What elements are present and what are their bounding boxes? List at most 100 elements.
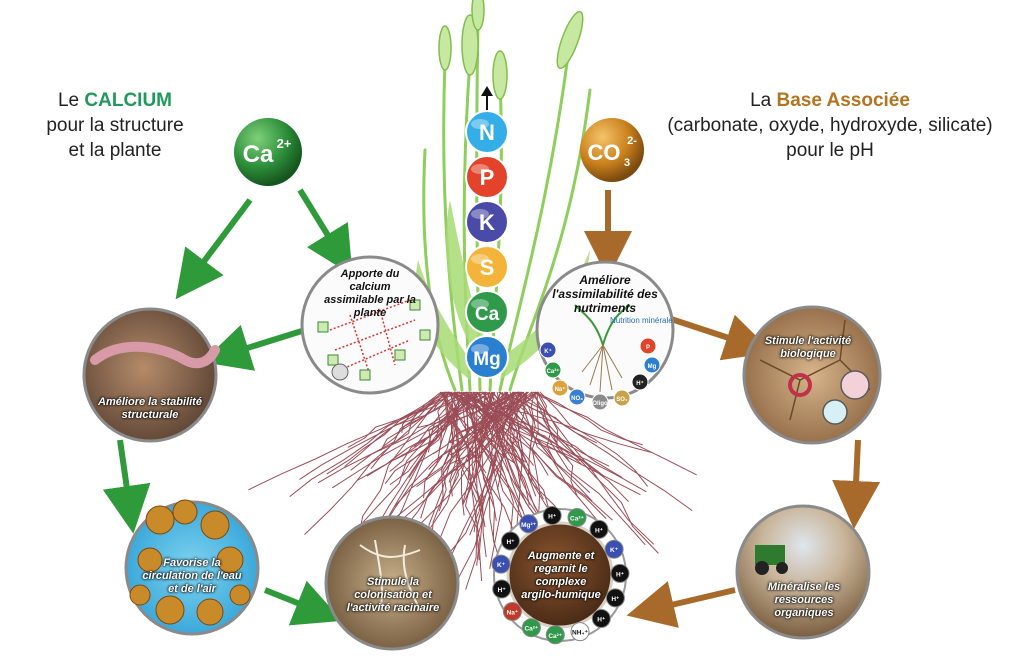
circle-mineralise [735,504,871,640]
nutrition-ion-label: Na⁺ [555,386,566,393]
circle-ameliore-assimilabilite: K⁺ Ca²⁺ Na⁺ NO₃ Oligo SO₄ H⁺ Mg P [535,260,675,411]
header-calcium: Le CALCIUM pour la structure et la plant… [10,88,220,163]
complex-ion: Ca²⁺ [521,618,541,638]
arrow-apporte-to-stabilite [202,324,306,371]
text-circulation: Favorise la circulation de l'eau et de l… [142,556,242,595]
nutrition-ion-label: K⁺ [544,348,552,355]
nutrient-ball-s: S [465,245,509,289]
header-calcium-keyword: CALCIUM [84,90,173,111]
arrow-stabilite-to-circulation [102,439,151,534]
complex-ion: Na⁺ [502,602,522,621]
carbonate-ion-ball: CO 3 2- [580,118,644,182]
root-system [248,391,697,590]
complex-ion: K⁺ [604,539,624,559]
complex-ion: H⁺ [605,588,625,608]
nutrition-ion: K⁺ [539,341,557,359]
complex-ion: Ca²⁺ [545,625,565,645]
complex-ion-label: Ca²⁺ [548,633,562,640]
header-base-prefix: La [750,90,772,111]
header-base-keyword: Base Associée [776,90,910,111]
nutrition-ion: Mg [643,356,661,374]
arrow-activite-to-mineralise [832,439,881,529]
nutrition-ion: H⁺ [631,373,649,391]
circle-stabilite [82,307,220,443]
carbonate-ion-symbol: CO [588,140,621,165]
header-calcium-prefix: Le [57,90,80,111]
text-colonisation: Stimule la colonisation et l'activité ra… [346,575,440,614]
complex-ion: H⁺ [591,609,611,628]
nutrition-ion-label: Ca²⁺ [547,368,560,375]
arrow-ca-to-apporte [297,188,353,276]
nutrient-label: S [480,255,495,280]
text-mineralise: Minéralise les ressources organiques [767,580,841,619]
calcium-ion-ball: Ca 2+ [234,118,302,186]
complex-ion-label: H⁺ [506,539,515,546]
arrow-mineralise-to-complexe [626,581,736,628]
complex-ion: NH₄⁺ [570,622,590,642]
text-complexe: Augmente et regarnit le complexe argilo-… [521,550,601,601]
brown-arrows [584,190,881,628]
complex-ion-label: Ca²⁺ [570,516,584,523]
text-ameliore-assimilabilite: Améliore l'assimilabilité des nutriments [552,273,658,315]
complex-ion: Ca²⁺ [567,508,587,527]
complex-ion-label: H⁺ [616,571,625,578]
nutrition-ion-label: P [646,345,650,351]
nutrient-label: K [479,210,495,235]
complex-ion-label: Na⁺ [507,610,519,617]
nutrition-ion: Oligo [591,393,609,411]
complex-ion-label: H⁺ [498,587,507,594]
nutrient-ball-p: P [465,155,509,199]
carbonate-ion-charge: 2- [627,135,637,147]
nutrition-ion-label: SO₄ [616,397,628,403]
carbonate-ion-subscript: 3 [624,157,630,169]
header-base-line3: pour le pH [786,140,874,161]
calcium-ion-charge: 2+ [277,136,292,151]
circle-activite [742,305,882,445]
nutrient-ball-n: N [465,110,509,154]
header-base: La Base Associée (carbonate, oxyde, hydr… [640,88,1020,163]
nutrient-label: Ca [475,304,500,325]
arrow-ca-to-stabilite [175,198,253,300]
text-stabilite: Améliore la stabilité structurale [98,396,202,421]
nutrition-ion-label: Oligo [592,401,608,407]
nutrient-ball-ca: Ca [465,290,509,334]
nutrient-ball-k: K [465,200,509,244]
complex-ion: H⁺ [589,519,609,539]
nutrient-ball-mg: Mg [465,335,509,379]
circle-apporte [300,255,440,395]
complex-ion-label: Mg²⁺ [521,522,537,529]
nutrient-label: N [479,120,495,145]
nutrient-label: Mg [473,349,500,370]
circle-colonisation [324,515,460,651]
nutrition-ion-label: H⁺ [636,380,644,387]
complex-ion-label: Ca²⁺ [524,626,538,633]
complex-ion: Mg²⁺ [519,514,539,534]
green-arrows [102,188,353,626]
circle-complexe: Mg²⁺H⁺Ca²⁺H⁺K⁺H⁺H⁺H⁺NH₄⁺Ca²⁺Ca²⁺Na⁺H⁺K⁺H… [491,506,630,645]
text-nutrition-minerale: Nutrition minérale [610,316,673,325]
complex-ion: H⁺ [492,579,512,599]
complex-ion: K⁺ [491,554,511,574]
complex-ion: H⁺ [610,563,630,583]
nutrition-ion-label: NO₃ [571,396,583,402]
complex-ion-label: H⁺ [595,527,604,534]
header-base-line2: (carbonate, oxyde, hydroxyde, silicate) [667,115,993,136]
nutrition-ion: Na⁺ [551,379,569,397]
header-calcium-line3: et la plante [68,140,162,161]
nutrition-ion: NO₃ [568,388,586,406]
complex-ion-label: K⁺ [610,547,619,554]
calcium-ion-symbol: Ca [243,141,274,168]
complex-ion: H⁺ [542,506,562,525]
complex-ion-label: NH₄⁺ [572,630,588,637]
complex-ion-label: K⁺ [497,562,506,569]
nutrition-ion: Ca²⁺ [544,361,562,379]
text-activite: Stimule l'activité biologique [764,335,852,360]
complex-ion: H⁺ [501,531,520,551]
nutrition-ion-label: Mg [648,364,657,370]
arrow-ameliore-to-activite [667,314,773,361]
nutrition-ion: P [639,337,657,355]
text-apporte: Apporte du calcium assimilable par la pl… [324,268,416,319]
